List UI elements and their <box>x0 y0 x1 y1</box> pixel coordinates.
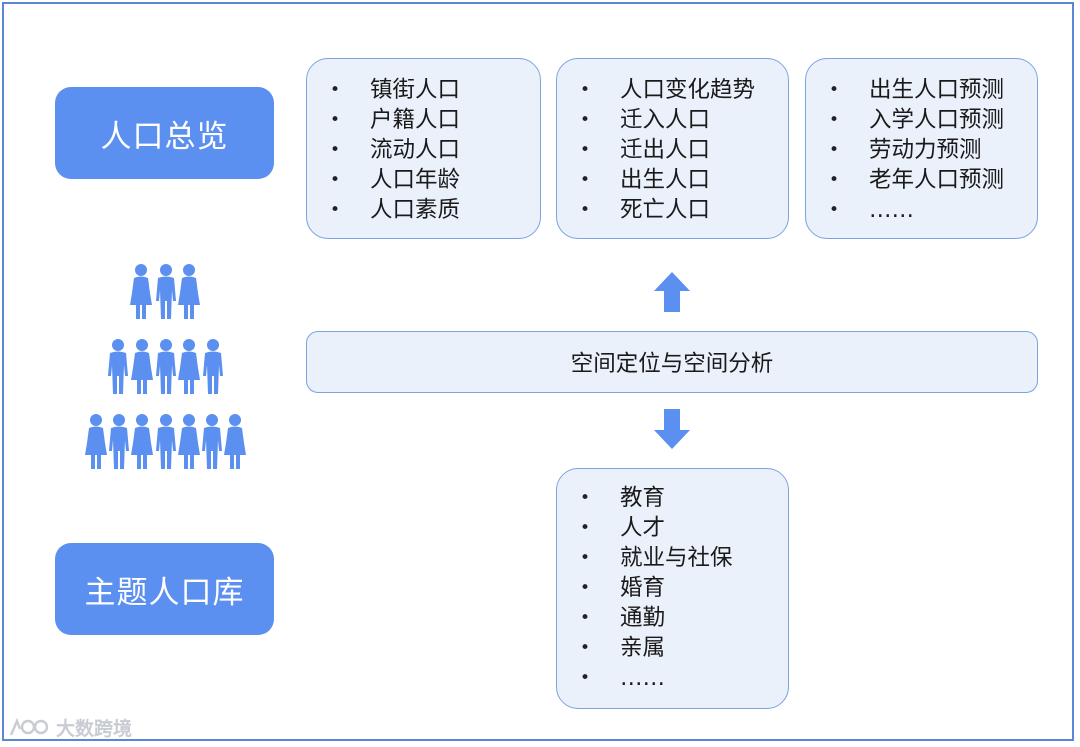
list-item: 流动人口 <box>307 135 540 165</box>
list-item: 迁出人口 <box>557 135 788 165</box>
population-overview-label: 人口总览 <box>55 87 274 179</box>
list-item: …… <box>557 663 788 693</box>
list-item: 出生人口预测 <box>806 75 1037 105</box>
list-item: 就业与社保 <box>557 543 788 573</box>
list-item: 劳动力预测 <box>806 135 1037 165</box>
thematic-population-db-label: 主题人口库 <box>55 543 274 635</box>
list-item: 镇街人口 <box>307 75 540 105</box>
list-item: …… <box>806 195 1037 225</box>
list-item: 教育 <box>557 483 788 513</box>
list-item: 人才 <box>557 513 788 543</box>
watermark-text: 大数跨境 <box>56 717 133 740</box>
list-item: 老年人口预测 <box>806 165 1037 195</box>
themes-card: 教育 人才 就业与社保 婚育 通勤 亲属 …… <box>556 468 789 709</box>
list-item: 出生人口 <box>557 165 788 195</box>
list-item: 死亡人口 <box>557 195 788 225</box>
people-pyramid-icon <box>85 264 246 469</box>
spatial-analysis-box: 空间定位与空间分析 <box>306 331 1038 393</box>
forecasts-card: 出生人口预测 入学人口预测 劳动力预测 老年人口预测 …… <box>805 58 1038 239</box>
brand-logo-icon <box>9 717 49 736</box>
list-item: 人口素质 <box>307 195 540 225</box>
list-item: 婚育 <box>557 573 788 603</box>
list-item: 户籍人口 <box>307 105 540 135</box>
arrow-up-icon <box>654 272 690 312</box>
list-item: 入学人口预测 <box>806 105 1037 135</box>
overview-card: 镇街人口 户籍人口 流动人口 人口年龄 人口素质 <box>306 58 541 239</box>
list-item: 人口变化趋势 <box>557 75 788 105</box>
arrow-down-icon <box>654 409 690 449</box>
list-item: 亲属 <box>557 633 788 663</box>
list-item: 人口年龄 <box>307 165 540 195</box>
trends-card: 人口变化趋势 迁入人口 迁出人口 出生人口 死亡人口 <box>556 58 789 239</box>
list-item: 通勤 <box>557 603 788 633</box>
list-item: 迁入人口 <box>557 105 788 135</box>
watermark: 大数跨境 <box>8 712 132 742</box>
